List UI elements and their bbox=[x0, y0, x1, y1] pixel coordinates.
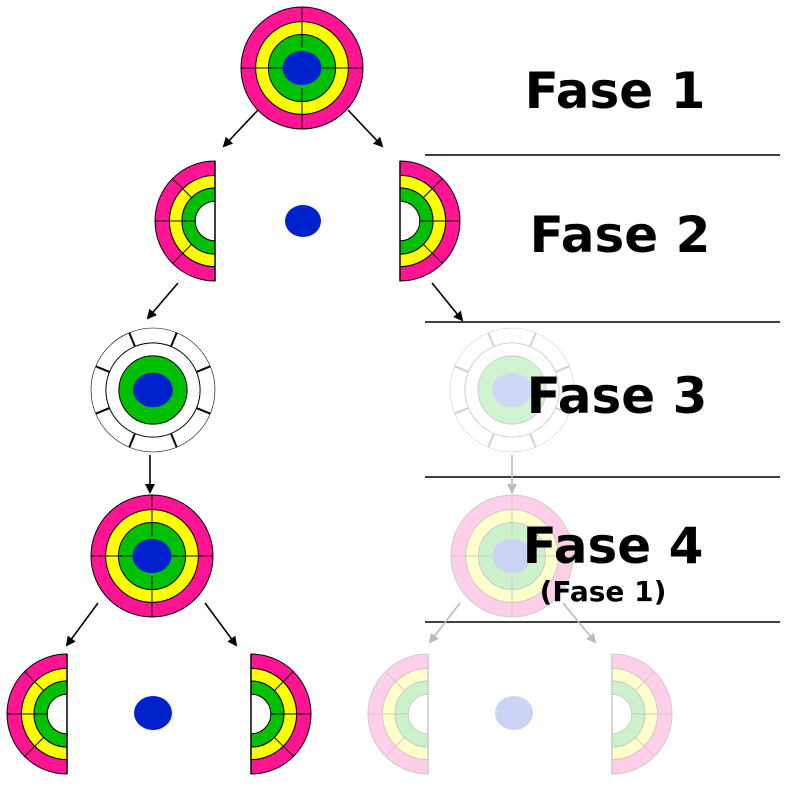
arrow bbox=[347, 109, 384, 148]
arrows bbox=[65, 109, 597, 647]
phase-4-cell bbox=[90, 494, 214, 618]
phase-4-sublabel: (Fase 1) bbox=[540, 575, 667, 608]
phase-5-ghost-nucleus bbox=[495, 696, 533, 730]
phase-2-left-half bbox=[154, 160, 216, 282]
phase-3-ghost-cell bbox=[449, 327, 575, 453]
arrow bbox=[428, 602, 461, 644]
phase-4-ghost-cell bbox=[450, 494, 574, 618]
phase-5-left-half bbox=[6, 653, 68, 775]
cell-shapes bbox=[6, 6, 673, 775]
phase-3-cell bbox=[90, 327, 216, 453]
phase-5-ghost-left-half bbox=[367, 653, 429, 775]
phase-5-ghost-right-half bbox=[611, 653, 673, 775]
arrow bbox=[146, 282, 179, 320]
phase-1-cell bbox=[240, 6, 364, 130]
arrow bbox=[204, 602, 238, 647]
arrow bbox=[431, 282, 464, 322]
phase-5-nucleus bbox=[134, 696, 172, 730]
phase-5-right-half bbox=[250, 653, 312, 775]
phase-1-label: Fase 1 bbox=[525, 62, 706, 120]
phase-2-nucleus bbox=[285, 205, 321, 237]
arrow bbox=[222, 109, 259, 148]
arrow bbox=[562, 602, 597, 644]
phase-3-label: Fase 3 bbox=[527, 367, 708, 425]
phase-4-label: Fase 4 bbox=[523, 517, 704, 575]
phase-2-right-half bbox=[399, 160, 461, 282]
arrow bbox=[65, 602, 99, 647]
phase-2-label: Fase 2 bbox=[530, 206, 711, 264]
